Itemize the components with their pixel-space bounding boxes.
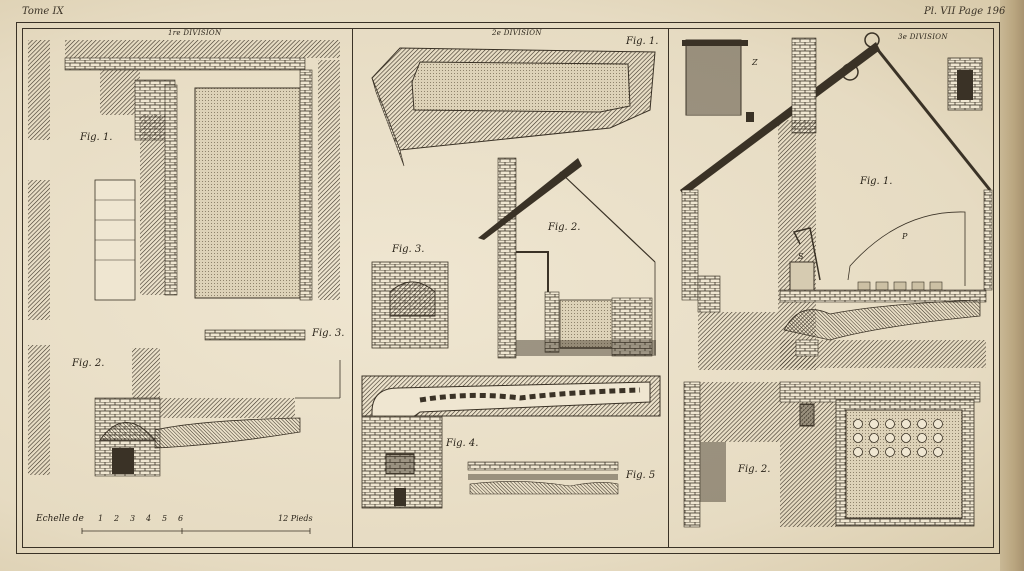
division-separator-2 <box>668 28 669 548</box>
scale-tick-1: 1 <box>98 514 104 523</box>
plate-frame-inner <box>22 28 994 548</box>
header-volume: Tome IX <box>22 6 64 17</box>
header-plate: Pl. VII Page 196 <box>924 6 1006 17</box>
plate-frame-outer <box>16 22 1000 554</box>
division-2-fig5-strips <box>467 461 619 495</box>
scale-tick-3: 3 <box>130 514 136 523</box>
letter-z: Z <box>752 58 758 67</box>
div1-fig2-label: Fig. 2. <box>72 358 105 369</box>
scale-tick-2: 2 <box>114 514 120 523</box>
letter-s: S <box>798 252 804 261</box>
scale-bar <box>81 528 311 534</box>
letter-p: P <box>902 232 908 241</box>
division-2-fig1-frame <box>371 47 656 167</box>
div3-fig2-label: Fig. 2. <box>738 464 771 475</box>
div2-fig1-label: Fig. 1. <box>626 36 659 47</box>
division-3-fig2-plan <box>683 381 981 528</box>
div3-fig1-label: Fig. 1. <box>860 176 893 187</box>
div1-fig3-label: Fig. 3. <box>312 328 345 339</box>
engraving-drawings <box>28 32 993 534</box>
div2-fig5-label: Fig. 5 <box>626 470 656 481</box>
division-1-fig1-plan <box>28 40 340 341</box>
division-1-fig2-section <box>28 345 341 477</box>
division-2-label: 2e DIVISION <box>492 29 542 37</box>
division-3-fig1-house <box>680 32 993 370</box>
scale-tick-6: 6 <box>178 514 184 523</box>
division-2-fig3-furnace <box>371 261 449 349</box>
division-separator-1 <box>352 28 353 548</box>
div1-fig1-label: Fig. 1. <box>80 132 113 143</box>
div2-fig2-label: Fig. 2. <box>548 222 581 233</box>
scale-label: Echelle de <box>36 514 84 524</box>
division-3-pots <box>853 419 943 457</box>
division-3-label: 3e DIVISION <box>898 33 948 41</box>
scale-tick-5: 5 <box>162 514 168 523</box>
division-2-fig4-flue <box>361 375 661 509</box>
scale-tick-4: 4 <box>146 514 152 523</box>
division-2-fig2-greenhouse <box>478 157 656 359</box>
div2-fig4-label: Fig. 4. <box>446 438 479 449</box>
book-gutter <box>1000 0 1024 571</box>
division-1-label: 1re DIVISION <box>168 29 222 37</box>
scale-end: 12 Pieds <box>278 514 313 523</box>
div2-fig3-label: Fig. 3. <box>392 244 425 255</box>
